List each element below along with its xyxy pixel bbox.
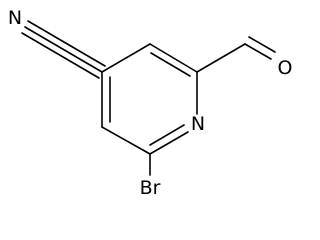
ring-bond-n1-c6 — [149, 124, 189, 155]
aldehyde-double-bond — [244, 36, 276, 60]
nitrile-triple-bond — [21, 20, 106, 79]
chemical-structure: N O N Br — [8, 7, 293, 199]
ring-bond-c5-c4 — [101, 71, 111, 128]
ring-bond-c4-c3 — [101, 43, 151, 73]
aldehyde-oxygen-label: O — [278, 57, 293, 79]
ring-bond-c6-c5 — [101, 126, 151, 155]
aldehyde-single-bond — [196, 43, 246, 73]
bromine-label: Br — [140, 177, 161, 199]
ring-bond-c3-c2 — [149, 43, 198, 77]
ring-nitrogen-label: N — [191, 113, 205, 135]
nitrile-nitrogen-label: N — [8, 7, 22, 29]
